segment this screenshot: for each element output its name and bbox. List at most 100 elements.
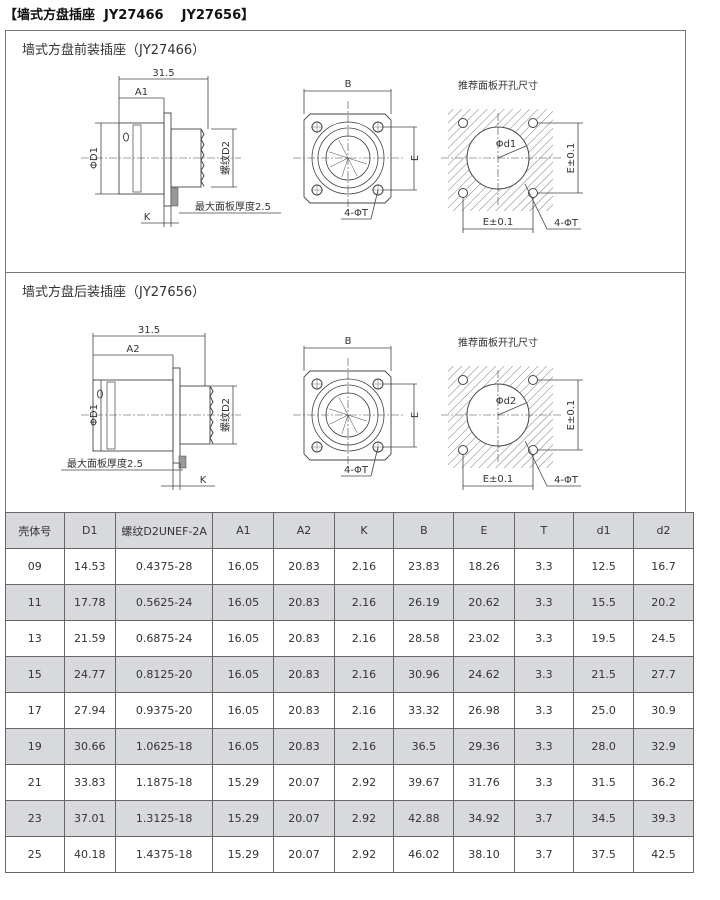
drawing-line [370, 446, 379, 477]
table-cell: 20.83 [273, 620, 335, 657]
table-cell: 30.96 [393, 656, 455, 693]
table-cell: 3.7 [513, 800, 575, 837]
table-cell: 0.9375-20 [114, 692, 214, 729]
column-header: 壳体号 [5, 512, 65, 549]
table-cell: 28.58 [393, 620, 455, 657]
cutout-e-vertical-label: E±0.1 [566, 400, 577, 431]
table-cell: 23.83 [393, 548, 455, 585]
table-cell: 20.83 [273, 584, 335, 621]
column-header: 螺纹D2UNEF-2A [114, 512, 214, 549]
table-cell: 46.02 [393, 836, 455, 873]
cutout-holes-label: 4-ΦT [554, 218, 579, 229]
table-cell: 16.05 [212, 728, 275, 765]
table-cell: 3.3 [513, 620, 575, 657]
table-cell: 33.32 [393, 692, 455, 729]
coupling-ring [132, 124, 142, 193]
cutout-hole [528, 375, 538, 385]
overall-length-label: 31.5 [138, 325, 160, 336]
table-cell: 3.3 [513, 656, 575, 693]
table-cell: 31.5 [573, 764, 635, 801]
k-label: K [144, 212, 151, 223]
table-cell: 21.59 [63, 620, 116, 657]
drawing-line [338, 397, 349, 416]
drawing-line [347, 414, 368, 422]
column-header: E [453, 512, 515, 549]
cutout-hole [458, 445, 468, 455]
table-cell: 2.16 [333, 548, 395, 585]
table-cell: 42.88 [393, 800, 455, 837]
cutout-diameter-label: Φd1 [496, 139, 517, 150]
drawing-line [497, 145, 527, 159]
d2-label: 螺纹D2 [219, 398, 232, 432]
table-cell: 2.92 [333, 800, 395, 837]
table-cell: 13 [5, 620, 65, 657]
table-cell: 3.3 [513, 584, 575, 621]
table-cell: 25.0 [573, 692, 635, 729]
table-cell: 24.5 [633, 620, 694, 657]
mounting-flange [172, 367, 181, 464]
table-cell: 09 [5, 548, 65, 585]
table-cell: 27.7 [633, 656, 694, 693]
column-header: B [393, 512, 455, 549]
table-cell: 20.83 [273, 548, 335, 585]
table-cell: 15.29 [212, 836, 275, 873]
table-cell: 29.36 [453, 728, 515, 765]
table-cell: 15 [5, 656, 65, 693]
table-cell: 26.19 [393, 584, 455, 621]
cutout-holes-label: 4-ΦT [554, 475, 579, 486]
e-dimension-label: E [410, 155, 421, 161]
cutout-hole [458, 375, 468, 385]
table-cell: 0.5625-24 [114, 584, 214, 621]
holes-label: 4-ΦT [344, 465, 369, 476]
cutout-e-horizontal-label: E±0.1 [483, 474, 514, 485]
cutout-diameter-label: Φd2 [496, 396, 517, 407]
table-cell: 20.83 [273, 728, 335, 765]
cutout-hole [458, 118, 468, 128]
table-cell: 42.5 [633, 836, 694, 873]
panel-section [178, 455, 187, 469]
thread [200, 128, 205, 187]
rear-body [170, 128, 202, 188]
table-cell: 40.18 [63, 836, 116, 873]
table-cell: 20.83 [273, 656, 335, 693]
table-cell: 20.62 [453, 584, 515, 621]
panel-thickness-label: 最大面板厚度2.5 [67, 457, 143, 470]
table-cell: 16.05 [212, 548, 275, 585]
connector-body [92, 379, 174, 452]
table-cell: 20.2 [633, 584, 694, 621]
drawing-line [341, 414, 349, 435]
table-cell: 15.29 [212, 800, 275, 837]
table-cell: 3.3 [513, 728, 575, 765]
column-header: A1 [212, 512, 275, 549]
drawing-line [524, 440, 548, 487]
table-cell: 24.77 [63, 656, 116, 693]
d1-label: ΦD1 [89, 404, 100, 426]
table-cell: 18.26 [453, 548, 515, 585]
table-cell: 0.4375-28 [114, 548, 214, 585]
k-label: K [200, 475, 207, 486]
cutout-e-horizontal-label: E±0.1 [483, 217, 514, 228]
table-cell: 1.3125-18 [114, 800, 214, 837]
table-cell: 20.07 [273, 764, 335, 801]
table-cell: 0.6875-24 [114, 620, 214, 657]
table-cell: 21 [5, 764, 65, 801]
table-cell: 14.53 [63, 548, 116, 585]
drawing-line [341, 157, 349, 178]
drawing-line [330, 414, 349, 425]
section-title: 墙式方盘前装插座（JY27466） [22, 43, 206, 58]
table-cell: 2.16 [333, 728, 395, 765]
drawing-line [524, 183, 548, 230]
table-cell: 39.67 [393, 764, 455, 801]
table-cell: 30.9 [633, 692, 694, 729]
table-cell: 17.78 [63, 584, 116, 621]
